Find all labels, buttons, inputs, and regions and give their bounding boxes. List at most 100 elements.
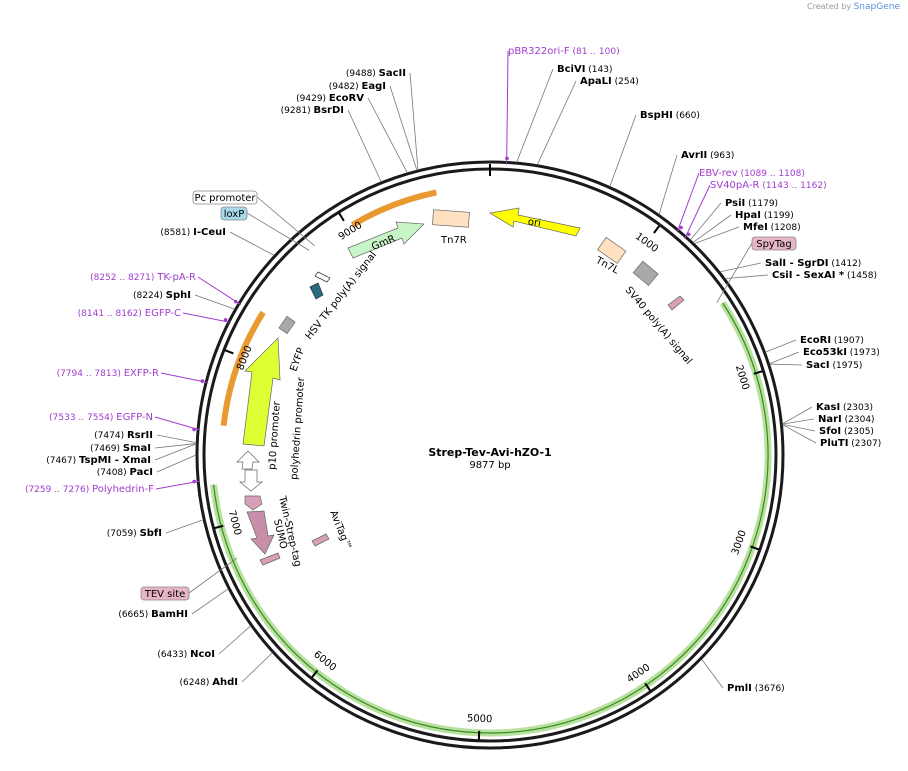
site-leader-line [692, 214, 732, 243]
tn7r-feature [432, 209, 470, 228]
site-leader-line [165, 519, 204, 534]
site-leader-line [719, 262, 762, 273]
primer-label: pBR322ori-F (81 .. 100) [508, 46, 620, 57]
snapgene-logo: SnapGene [853, 2, 900, 12]
site-leader-line [229, 231, 275, 256]
feature-label-p10: p10 promoter [267, 400, 283, 470]
site-leader-line [782, 418, 815, 425]
boxed-label-bg [220, 206, 248, 221]
site-leader-line [782, 423, 816, 432]
feature-label-sv40: SV40 poly(A) signal [623, 285, 694, 367]
site-leader-line [191, 588, 229, 615]
hsv-tk-polya-feature [278, 315, 296, 335]
primer-label: (7259 .. 7276) Polyhedrin-F [25, 484, 154, 495]
scale-tick [214, 524, 224, 530]
box-leader-line [188, 557, 238, 594]
site-label: (6433) NcoI [157, 649, 215, 660]
primer-label: (8252 .. 8271) TK-pA-R [90, 272, 196, 283]
site-label: (9429) EcoRV [296, 93, 364, 104]
site-label: (7059) SbfI [107, 528, 162, 539]
boxed-label: loxP [224, 209, 245, 220]
primer-label: SV40pA-R (1143 .. 1162) [710, 180, 827, 191]
site-leader-line [218, 625, 251, 655]
primer-mark [679, 225, 683, 230]
pc-promoter-feature [314, 271, 331, 283]
site-leader-line [194, 294, 235, 310]
site-leader-line [241, 652, 273, 683]
site-leader-line [769, 363, 803, 366]
feature-label-tn7r: Tn7R [440, 235, 467, 246]
scale-tick [753, 370, 763, 375]
sumo-feature [246, 510, 275, 555]
site-leader-line [725, 274, 769, 280]
loxp-feature [309, 282, 324, 300]
site-leader-line [347, 109, 382, 183]
primer-mark [223, 317, 228, 322]
site-leader-line [765, 339, 797, 353]
primer-label: EBV-rev (1089 .. 1108) [699, 168, 805, 179]
backbone-outer [195, 160, 785, 750]
tn7l-feature [597, 236, 627, 264]
feature-arc-left [220, 310, 266, 427]
site-leader-line [536, 80, 577, 165]
site-leader-line [516, 68, 554, 163]
site-label: MfeI (1208) [743, 222, 801, 233]
scale-tick-label: 9000 [337, 220, 364, 243]
site-label: SacI (1975) [806, 360, 862, 371]
boxed-label-bg [192, 190, 258, 205]
primer-mark [192, 427, 196, 432]
scale-tick-label: 3000 [730, 529, 749, 557]
site-label: KasI (2303) [816, 402, 873, 413]
site-label: ApaLI (254) [580, 76, 639, 87]
avitag-feature [311, 533, 330, 547]
site-label: (6248) AhdI [179, 677, 238, 688]
site-leader-line [701, 658, 724, 689]
ori-feature [489, 207, 581, 237]
site-leader-line [782, 424, 817, 444]
site-label: PluTI (2307) [820, 438, 881, 449]
snapgene-credit: Created by SnapGene [807, 2, 900, 12]
site-leader-line [769, 351, 800, 365]
site-label: SfoI (2305) [819, 426, 874, 437]
p10-promoter-feature [236, 450, 260, 470]
site-label: (7474) RsrII [94, 430, 153, 441]
tev-tag-mark [259, 552, 281, 566]
site-leader-line [694, 226, 740, 244]
site-label: Eco53kI (1973) [803, 347, 880, 358]
scale-tick [653, 225, 661, 234]
scale-tick [750, 545, 760, 551]
primer-label: (7794 .. 7813) EXFP-R [57, 368, 159, 379]
site-label: (7467) TspMI - XmaI [46, 455, 151, 466]
primer-label: (8141 .. 8162) EGFP-C [78, 308, 181, 319]
feature-label-eyfp: EYFP [288, 347, 307, 374]
boxed-label-bg [140, 586, 190, 601]
site-leader-line [782, 406, 813, 425]
scale-tick [311, 669, 319, 679]
plasmid-name: Strep-Tev-Avi-hZO-1 [428, 446, 551, 459]
site-leader-line [389, 85, 418, 171]
primer-leader-line [676, 172, 700, 233]
site-label: CsiI - SexAI * (1458) [772, 270, 877, 281]
site-label: BspHI (660) [640, 110, 700, 121]
site-leader-line [156, 434, 197, 444]
boxed-label: Pc promoter [194, 193, 256, 204]
insert-highlight-line [213, 302, 769, 734]
gmr-feature [347, 221, 425, 259]
primer-mark [233, 299, 238, 304]
boxed-label: SpyTag [756, 239, 792, 250]
site-label: PsiI (1179) [725, 198, 778, 209]
scale-tick [224, 349, 234, 355]
site-label: (8224) SphI [133, 290, 191, 301]
site-label: EcoRI (1907) [800, 335, 864, 346]
primer-mark [192, 479, 196, 484]
site-label: BciVI (143) [557, 64, 613, 75]
site-label: HpaI (1199) [735, 210, 794, 221]
feature-arc-top [350, 189, 437, 228]
feature-label-polyhedrin: polyhedrin promoter [289, 376, 307, 480]
primer-leader-line [160, 372, 209, 384]
site-leader-line [156, 454, 197, 473]
primer-label: (7533 .. 7554) EGFP-N [49, 412, 153, 423]
site-leader-line [154, 443, 197, 449]
site-label: (6665) BamHI [118, 609, 188, 620]
